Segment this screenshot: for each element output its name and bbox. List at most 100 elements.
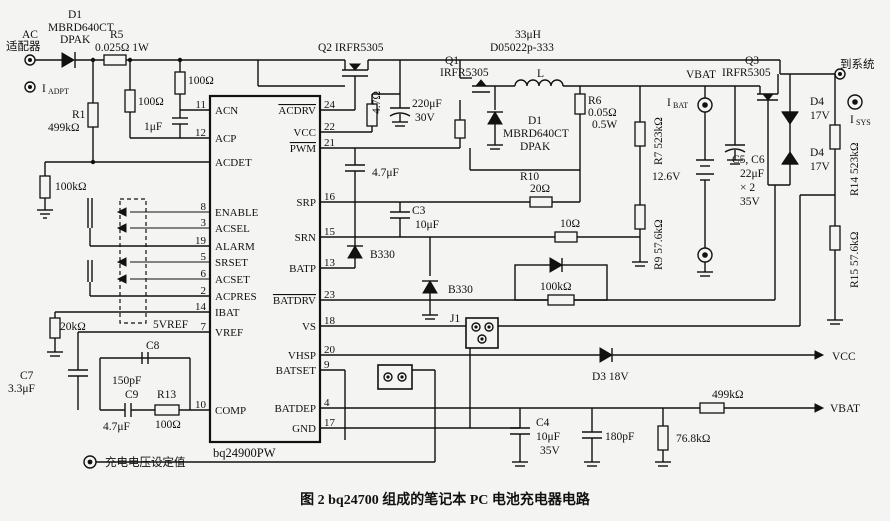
ic-right-pin-name: SRP — [296, 197, 316, 209]
c-220u-voltage: 30V — [415, 112, 436, 124]
r6-label: R6 — [588, 95, 602, 107]
r10-resistor — [529, 196, 553, 208]
c3-value: 10μF — [415, 219, 439, 231]
d3-label: D3 18V — [592, 371, 629, 383]
inductor-value: 33μH — [515, 29, 541, 41]
r-20k-label: 20kΩ — [60, 321, 86, 333]
vcc-output-label: VCC — [832, 351, 856, 363]
r-100k-acdet — [39, 175, 51, 199]
q1-label: Q1 — [445, 55, 459, 67]
ic-left-pin-name: SRSET — [215, 257, 248, 269]
q1-part: IRFR5305 — [440, 67, 489, 79]
ac-adapter-label: AC — [22, 29, 38, 41]
r14-resistor — [829, 124, 841, 150]
batdrv-diode — [549, 257, 563, 273]
ic-right-pin-name: VHSP — [288, 350, 316, 362]
r-76k8-resistor — [657, 425, 669, 451]
d1-diode-symbol — [61, 52, 75, 68]
d3-zener — [599, 347, 613, 363]
ic-left-pin-name: VREF — [215, 327, 243, 339]
r-100-acn — [174, 71, 186, 95]
vbat-node-label: VBAT — [686, 69, 716, 81]
r7-label: R7 523kΩ — [653, 117, 665, 165]
ibat-label: I — [667, 97, 671, 109]
c4-label: C4 — [536, 417, 550, 429]
acn-acp-network — [37, 57, 210, 219]
c3-label: C3 — [412, 205, 426, 217]
r6-resistor — [574, 93, 586, 115]
battery-voltage: 12.6V — [652, 171, 681, 183]
ic-right-pin-name: VCC — [293, 127, 316, 139]
top-rail — [24, 52, 835, 100]
c7-label: C7 — [20, 370, 34, 382]
c-4u7-label: 4.7μF — [372, 167, 399, 179]
labels: AC 适配器 I ADPT D1 MBRD640CT DPAK R5 0.025… — [6, 9, 875, 508]
c9-label: C9 — [125, 389, 139, 401]
d4a-voltage: 17V — [810, 110, 831, 122]
r14-r15-divider — [470, 74, 843, 327]
r1-resistor — [87, 102, 99, 128]
r13-label: R13 — [157, 389, 176, 401]
ic-left-pin-name: ACDET — [215, 157, 252, 169]
r-100k-acdet-label: 100kΩ — [55, 181, 87, 193]
ic-left-pin-number: 7 — [201, 321, 207, 333]
r10-label: R10 — [520, 171, 539, 183]
c5c6-label: C5, C6 — [732, 154, 765, 166]
r-4k7-label: 4.7Ω — [371, 91, 383, 114]
ic-left-pin-name: IBAT — [215, 307, 240, 319]
c5c6-voltage: 35V — [740, 196, 761, 208]
r-499k-label: 499kΩ — [712, 389, 744, 401]
c9-value: 4.7μF — [103, 421, 130, 433]
d1-label: D1 — [68, 9, 82, 21]
ic-right-pin-number: 24 — [324, 99, 336, 111]
ic-left-pin-number: 2 — [201, 285, 207, 297]
inductor-name: L — [537, 68, 544, 80]
r15-resistor — [829, 225, 841, 251]
r-499k-resistor — [699, 402, 725, 414]
iadpt-label-sub: ADPT — [48, 87, 69, 96]
ic-right-pin-name: GND — [292, 423, 316, 435]
compensation-network — [68, 331, 210, 417]
ic-right-pin-number: 18 — [324, 315, 336, 327]
figure-caption: 图 2 bq24700 组成的笔记本 PC 电池充电器电路 — [300, 491, 591, 508]
r10-value: 20Ω — [530, 183, 550, 195]
ic-left-pin-name: ACSEL — [215, 223, 250, 235]
r1-label: R1 — [72, 109, 86, 121]
ic-left-pin-name: ALARM — [215, 241, 255, 253]
b330-2-label: B330 — [448, 284, 473, 296]
ic-right-pin-number: 4 — [324, 397, 330, 409]
ic-right-pin-number: 16 — [324, 191, 336, 203]
r-20k-resistor — [49, 317, 61, 339]
ic-body — [208, 94, 322, 444]
ic-left-pin-name: COMP — [215, 405, 246, 417]
ic-left-pin-number: 10 — [195, 399, 207, 411]
b330-diode-1 — [347, 245, 363, 259]
r6-value: 0.05Ω — [588, 107, 617, 119]
r-76k8-label: 76.8kΩ — [676, 433, 710, 445]
r6-power: 0.5W — [592, 119, 617, 131]
inductor-coil — [514, 79, 564, 87]
d4-zener-top — [781, 111, 799, 125]
ic-right-pin-number: 17 — [324, 417, 336, 429]
ic-right-pin-name: BATDRV — [273, 295, 316, 307]
gate-drive-area — [320, 60, 466, 256]
lower-right-pins — [83, 317, 825, 469]
r13-resistor — [154, 404, 180, 416]
isys-label-sub: SYS — [856, 118, 871, 127]
r-10-label: 10Ω — [560, 218, 580, 230]
b330-diode-2 — [422, 280, 438, 294]
ic-left-pin-number: 8 — [201, 201, 207, 213]
ac-adapter-label-2: 适配器 — [6, 40, 41, 53]
r5-resistor — [103, 54, 127, 66]
ic-left-pin-number: 14 — [195, 301, 207, 313]
ic-part-name: bq24900PW — [213, 446, 276, 460]
r-10-resistor — [554, 231, 578, 243]
ic-right-pin-name: SRN — [295, 232, 316, 244]
c8-label: C8 — [146, 340, 160, 352]
ic-left-pin-number: 19 — [195, 235, 207, 247]
q3-label: Q3 — [745, 55, 759, 67]
r5-label: R5 — [110, 29, 124, 41]
